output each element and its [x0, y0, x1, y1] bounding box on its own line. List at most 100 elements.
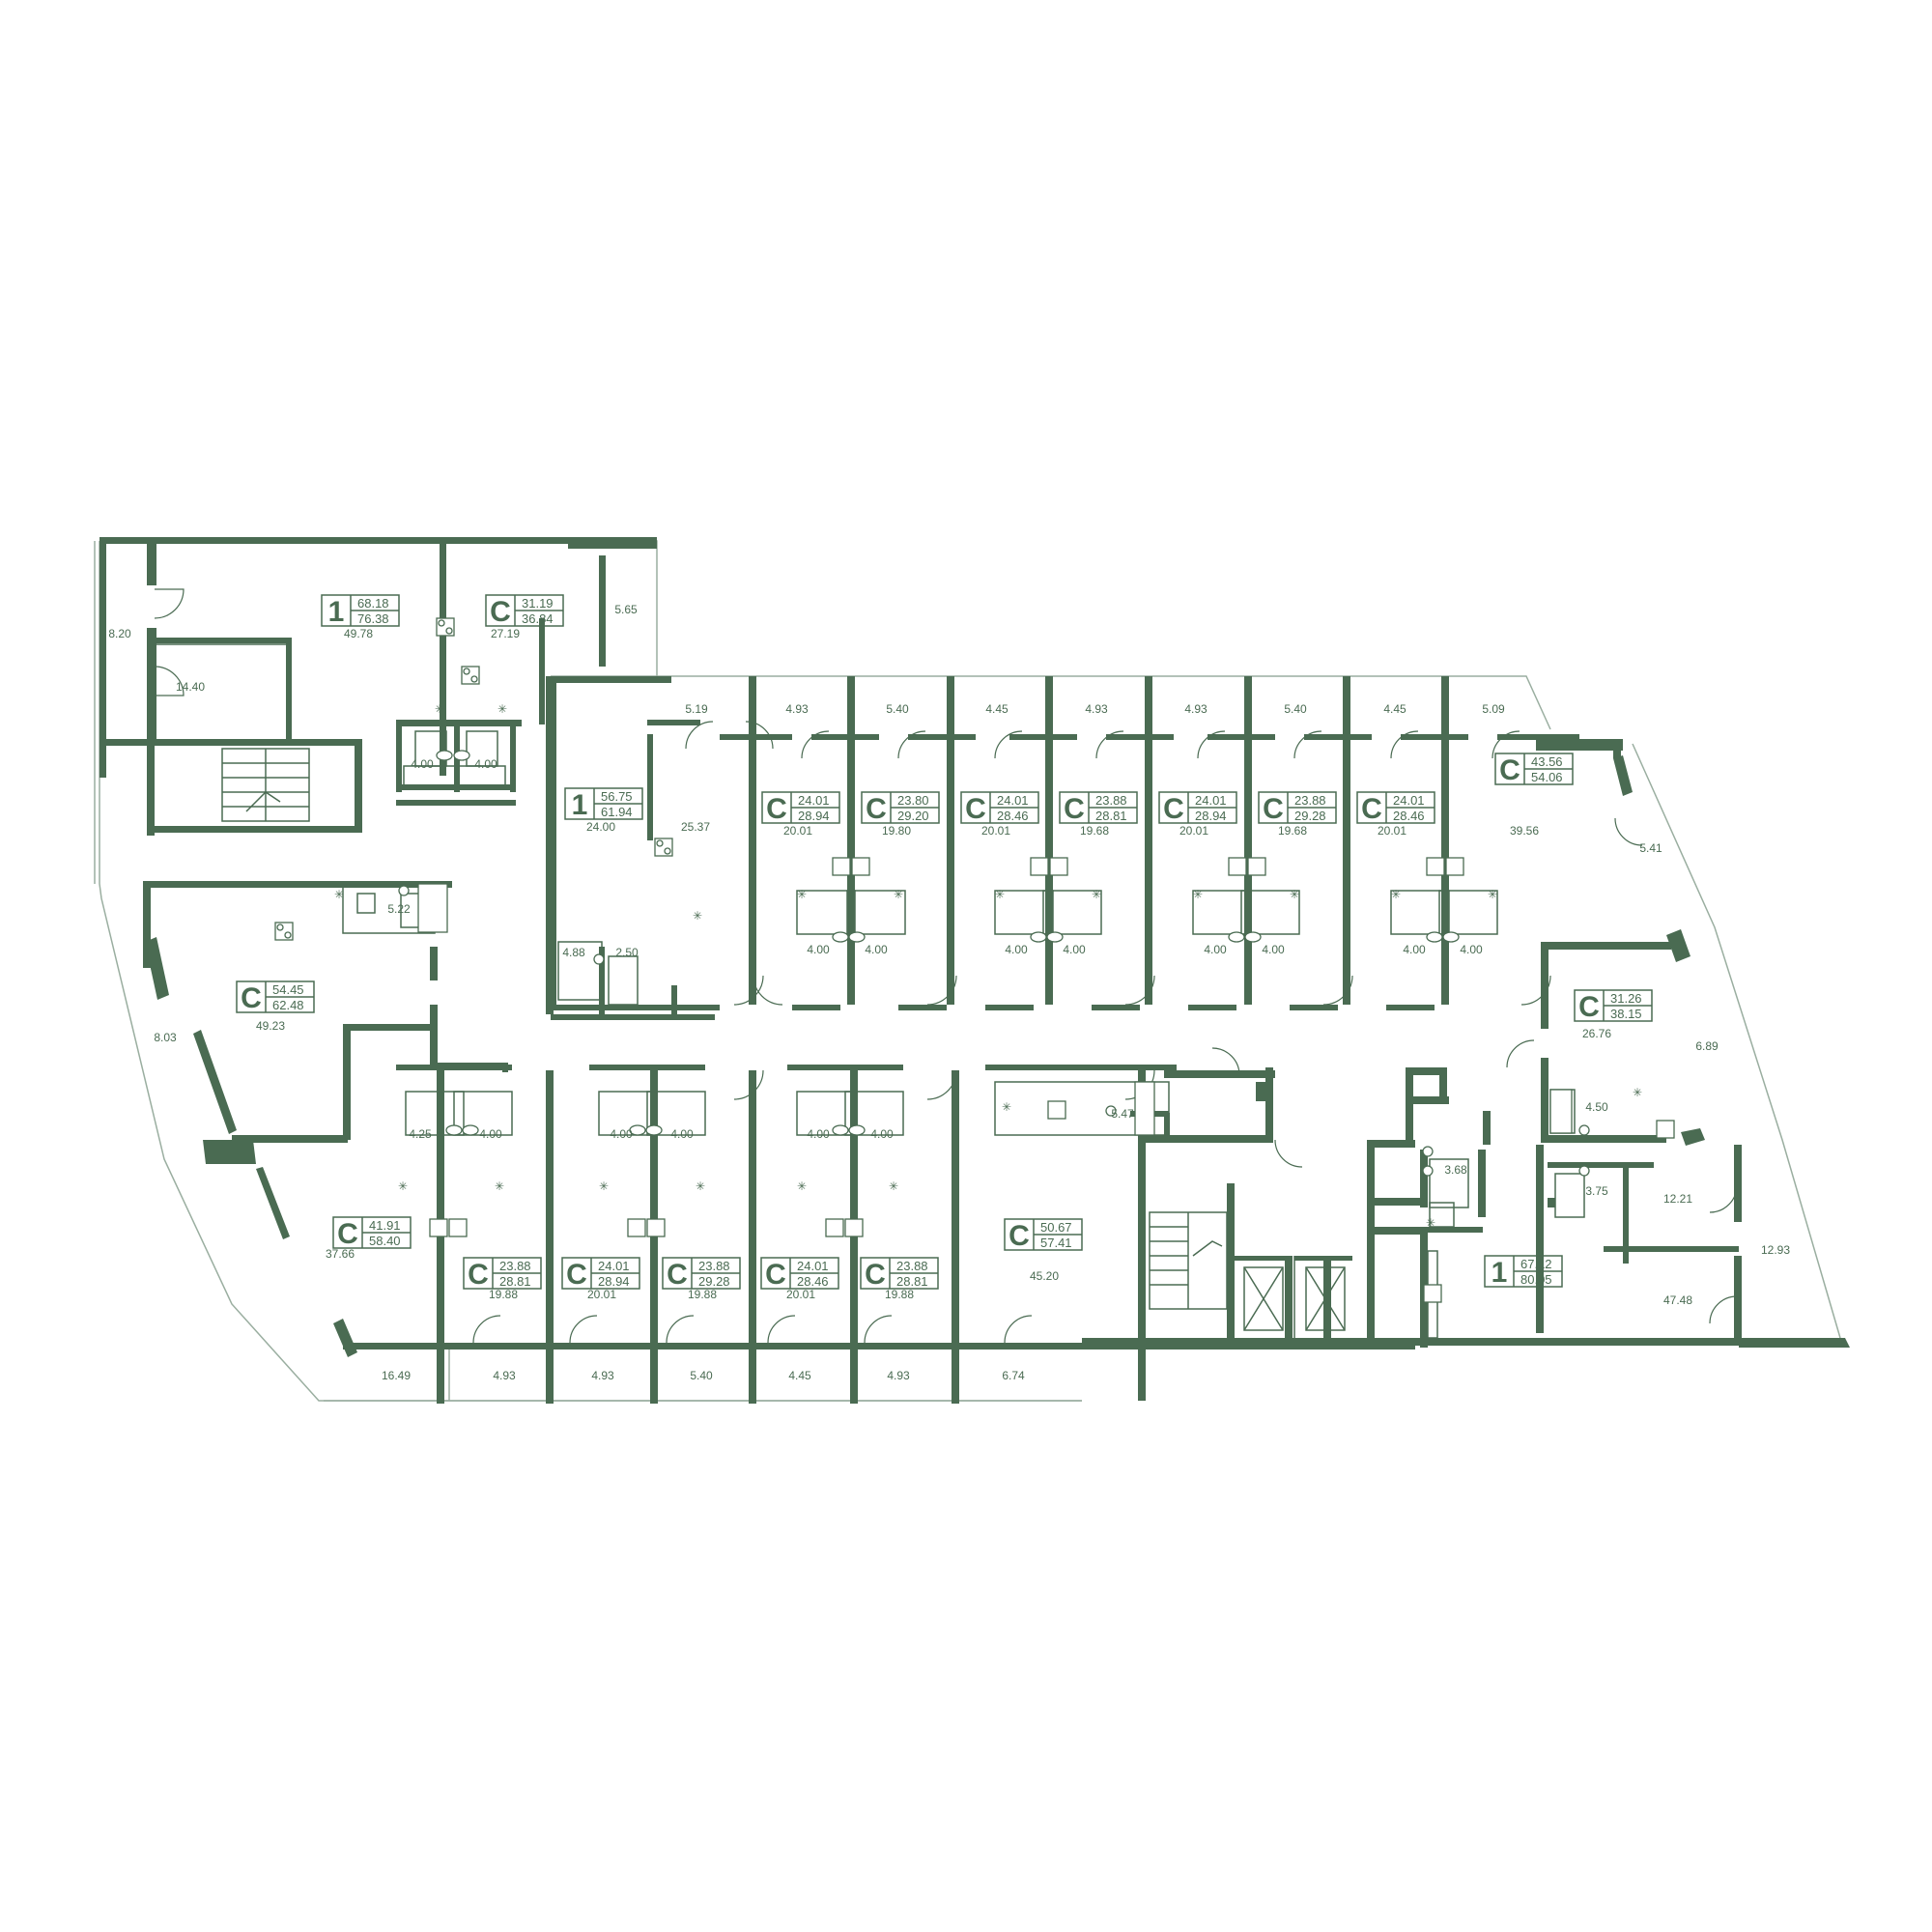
stove-icon — [1247, 857, 1266, 876]
total-area: 28.46 — [997, 809, 1029, 823]
stove-icon — [1228, 857, 1247, 876]
svg-text:✳: ✳ — [797, 888, 807, 901]
total-area: 54.06 — [1531, 770, 1563, 784]
living-area: 24.01 — [598, 1259, 630, 1273]
apartment-type: C — [241, 982, 262, 1014]
door-swings — [154, 588, 1738, 1344]
svg-text:✳: ✳ — [497, 702, 507, 716]
apartment-type: C — [965, 793, 986, 825]
stove-icon — [274, 922, 294, 941]
total-area: 28.94 — [798, 809, 830, 823]
room-area: 16.49 — [382, 1369, 411, 1382]
room-area: 4.93 — [887, 1369, 910, 1382]
total-area: 57.41 — [1040, 1236, 1072, 1250]
room-area: 4.00 — [411, 757, 434, 771]
stove-icon — [646, 1218, 666, 1237]
svg-text:✳: ✳ — [398, 1179, 408, 1193]
room-area: 4.00 — [870, 1127, 894, 1141]
total-area: 28.46 — [1393, 809, 1425, 823]
room-area: 4.45 — [985, 702, 1009, 716]
stove-icon — [627, 1218, 646, 1237]
room-area: 4.00 — [610, 1127, 633, 1141]
room-area: 4.50 — [1585, 1100, 1608, 1114]
stove-icon — [461, 666, 480, 685]
room-area: 2.50 — [615, 946, 639, 959]
room-area: 24.00 — [586, 820, 615, 834]
living-area: 24.01 — [798, 793, 830, 808]
apartment-type: C — [566, 1259, 587, 1291]
room-area: 4.88 — [562, 946, 585, 959]
apartment-type: C — [1064, 793, 1085, 825]
room-area: 12.21 — [1663, 1192, 1692, 1206]
apartment-type: C — [766, 793, 787, 825]
living-area: 41.91 — [369, 1218, 401, 1233]
total-area: 76.38 — [357, 611, 389, 626]
room-area: 19.88 — [489, 1288, 518, 1301]
staircase-icon — [1149, 1211, 1228, 1310]
stove-icon — [825, 1218, 844, 1237]
apartment-type: 1 — [572, 789, 588, 821]
room-area: 20.01 — [1378, 824, 1406, 838]
living-area: 23.88 — [896, 1259, 928, 1273]
elevator-icon — [1243, 1266, 1284, 1331]
room-area: 3.75 — [1585, 1184, 1608, 1198]
room-area: 5.40 — [690, 1369, 713, 1382]
total-area: 29.20 — [897, 809, 929, 823]
toilet-icon — [398, 885, 1590, 1177]
room-area: 4.00 — [807, 1127, 830, 1141]
stove-icon — [1423, 1284, 1442, 1303]
total-area: 62.48 — [272, 998, 304, 1012]
svg-text:✳: ✳ — [435, 702, 444, 716]
total-area: 28.46 — [797, 1274, 829, 1289]
svg-text:✳: ✳ — [889, 1179, 898, 1193]
apartment-type: C — [337, 1218, 358, 1250]
apartment-type: C — [1499, 754, 1520, 786]
room-area: 19.68 — [1080, 824, 1109, 838]
total-area: 28.94 — [598, 1274, 630, 1289]
fan-icon: ✳✳ ✳✳ ✳✳ ✳✳ ✳✳ ✳✳ ✳✳ ✳✳ ✳✳ ✳✳ ✳ — [334, 702, 1642, 1230]
living-area: 24.01 — [1393, 793, 1425, 808]
room-area: 6.89 — [1695, 1039, 1719, 1053]
living-area: 23.88 — [1294, 793, 1326, 808]
stove-icon — [832, 857, 851, 876]
total-area: 29.28 — [1294, 809, 1326, 823]
room-area: 20.01 — [786, 1288, 815, 1301]
svg-text:✳: ✳ — [1092, 888, 1101, 901]
apartment-type: 1 — [1492, 1257, 1508, 1289]
stove-icon — [448, 1218, 468, 1237]
room-area: 4.00 — [479, 1127, 502, 1141]
room-area: 19.80 — [882, 824, 911, 838]
stove-icon — [1049, 857, 1068, 876]
apartment-type: C — [1263, 793, 1284, 825]
room-area: 27.19 — [491, 627, 520, 640]
apartment-type: C — [667, 1259, 688, 1291]
svg-text:✳: ✳ — [495, 1179, 504, 1193]
total-area: 28.94 — [1195, 809, 1227, 823]
living-area: 68.18 — [357, 596, 389, 611]
room-area: 4.00 — [865, 943, 888, 956]
stove-icon — [654, 838, 673, 857]
total-area: 29.28 — [698, 1274, 730, 1289]
living-area: 56.75 — [601, 789, 633, 804]
svg-text:✳: ✳ — [1002, 1100, 1011, 1114]
living-area: 24.01 — [1195, 793, 1227, 808]
stove-icon — [436, 617, 455, 637]
room-area: 4.45 — [788, 1369, 811, 1382]
room-area: 5.65 — [614, 603, 638, 616]
svg-text:✳: ✳ — [894, 888, 903, 901]
room-area: 4.93 — [1085, 702, 1108, 716]
room-area: 39.56 — [1510, 824, 1539, 838]
room-area: 20.01 — [981, 824, 1010, 838]
living-area: 54.45 — [272, 982, 304, 997]
room-area: 5.40 — [886, 702, 909, 716]
